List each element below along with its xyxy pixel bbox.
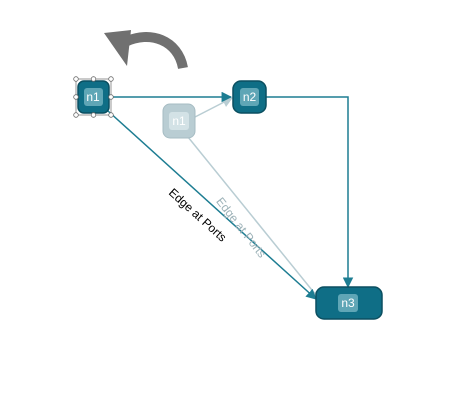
node-n2[interactable]: n2: [232, 80, 267, 114]
resize-handles[interactable]: [73, 76, 114, 118]
edge-n2-n3[interactable]: [266, 96, 354, 289]
rotate-counterclockwise-icon[interactable]: [104, 30, 188, 70]
resize-handle-nw[interactable]: [73, 76, 79, 82]
resize-handle-s[interactable]: [90, 112, 97, 118]
ghost-edge-n1-n3: [187, 136, 321, 301]
node-n1-label: n1: [86, 90, 100, 104]
resize-handle-w[interactable]: [73, 94, 79, 100]
node-n1[interactable]: n1: [73, 76, 114, 118]
edges: [107, 91, 354, 300]
ghost-edge-n1-n2: [194, 97, 233, 118]
resize-handle-n[interactable]: [90, 76, 97, 82]
ghost-node-label: n1: [172, 114, 186, 128]
node-n3-label: n3: [341, 296, 355, 310]
edge-label: Edge at Ports: [166, 185, 229, 244]
ghost-node-n1: n1: [162, 103, 196, 139]
resize-handle-se[interactable]: [108, 112, 114, 118]
node-n3[interactable]: n3: [315, 286, 383, 320]
resize-handle-sw[interactable]: [73, 112, 79, 118]
ghost-edges: [187, 97, 321, 301]
node-n2-label: n2: [243, 90, 257, 104]
resize-handle-e[interactable]: [108, 94, 114, 100]
edge-n1-n3[interactable]: [107, 110, 317, 300]
resize-handle-ne[interactable]: [108, 76, 114, 82]
